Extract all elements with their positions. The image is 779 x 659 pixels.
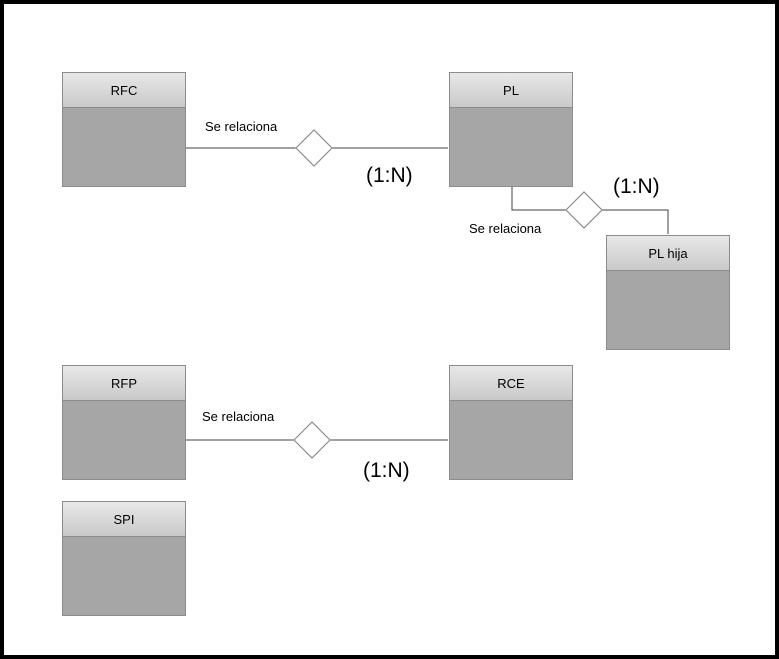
entity-pl-hija-title: PL hija	[607, 236, 729, 271]
entity-rfp-title: RFP	[63, 366, 185, 401]
entity-rfp[interactable]: RFP	[62, 365, 186, 480]
cardinality-rfc-pl: (1:N)	[366, 164, 413, 187]
entity-pl-hija-body	[607, 271, 729, 349]
entity-spi-title: SPI	[63, 502, 185, 537]
relationship-diamond-pl-plhija	[565, 191, 603, 229]
entity-rce-title: RCE	[450, 366, 572, 401]
connector-lines	[186, 129, 669, 459]
relationship-diamond-rfc-pl	[295, 129, 333, 167]
relation-label-rfc-pl: Se relaciona	[205, 119, 278, 134]
cardinality-rfp-rce: (1:N)	[363, 459, 410, 482]
entity-rce-body	[450, 401, 572, 479]
entity-pl-body	[450, 108, 572, 186]
entity-spi-body	[63, 537, 185, 615]
entity-pl-title: PL	[450, 73, 572, 108]
entity-rfc[interactable]: RFC	[62, 72, 186, 187]
entity-pl-hija[interactable]: PL hija	[606, 235, 730, 350]
relation-label-pl-plhija: Se relaciona	[469, 221, 542, 236]
entity-spi[interactable]: SPI	[62, 501, 186, 616]
relation-label-rfp-rce: Se relaciona	[202, 409, 275, 424]
relationship-diamond-rfp-rce	[293, 421, 331, 459]
diamond-to-plhija-line	[602, 209, 669, 234]
entity-pl[interactable]: PL	[449, 72, 573, 187]
entity-rfp-body	[63, 401, 185, 479]
entity-rce[interactable]: RCE	[449, 365, 573, 480]
pl-to-diamond-line	[511, 186, 566, 211]
cardinality-pl-plhija: (1:N)	[613, 175, 660, 198]
entity-rfc-body	[63, 108, 185, 186]
entity-rfc-title: RFC	[63, 73, 185, 108]
